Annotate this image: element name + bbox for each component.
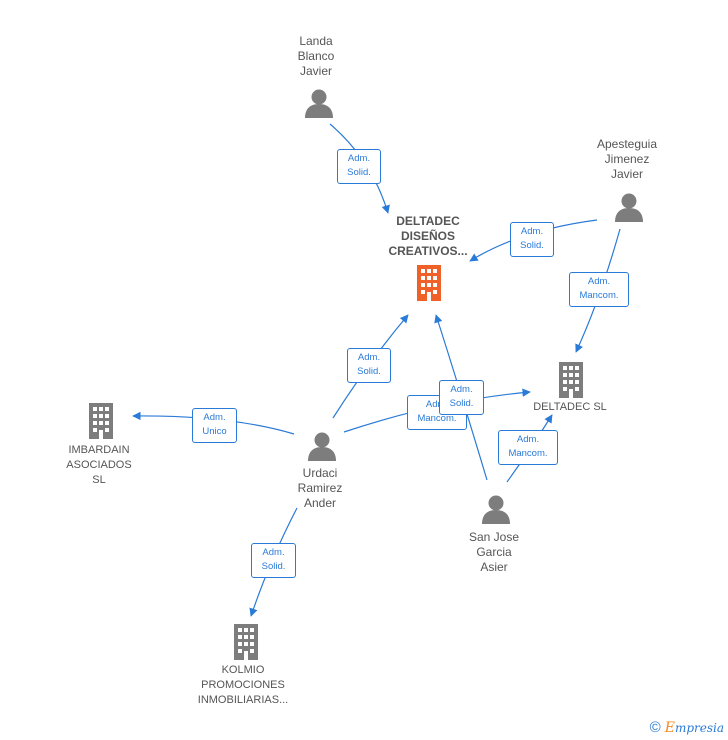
edge-label-apesteguia-deltadec[interactable]: Adm. Mancom. bbox=[569, 272, 629, 307]
edge-label-sanjose-main[interactable]: Adm. Solid. bbox=[439, 380, 484, 415]
edge-label-sanjose-deltadec[interactable]: Adm. Mancom. bbox=[498, 430, 558, 465]
landa-person-icon[interactable] bbox=[305, 89, 333, 119]
imbardain-label[interactable]: IMBARDAIN ASOCIADOS SL bbox=[66, 444, 132, 486]
urdaci-label[interactable]: Urdaci Ramirez Ander bbox=[297, 466, 343, 510]
imbardain-building-icon[interactable] bbox=[89, 403, 113, 439]
edge-label-urdaci-kolmio[interactable]: Adm. Solid. bbox=[251, 543, 296, 578]
deltadec-sl-building-icon[interactable] bbox=[559, 362, 583, 398]
urdaci-person-icon[interactable] bbox=[308, 432, 336, 462]
sanjose-label[interactable]: San Jose Garcia Asier bbox=[468, 530, 520, 574]
edge-label-apesteguia-main[interactable]: Adm. Solid. bbox=[510, 222, 554, 257]
sanjose-person-icon[interactable] bbox=[482, 495, 510, 525]
main-company-building-icon[interactable] bbox=[417, 265, 441, 301]
footer-brand[interactable]: ©Empresia bbox=[650, 719, 724, 736]
apesteguia-label[interactable]: Apesteguia Jimenez Javier bbox=[596, 137, 658, 181]
copyright-icon: © bbox=[649, 719, 661, 736]
deltadec-sl-label[interactable]: DELTADEC SL bbox=[533, 401, 607, 413]
landa-label[interactable]: Landa Blanco Javier bbox=[297, 34, 335, 78]
edge-label-urdaci-imbardain[interactable]: Adm. Unico bbox=[192, 408, 237, 443]
brand-logo: Empresia bbox=[664, 720, 724, 736]
kolmio-label[interactable]: KOLMIO PROMOCIONES INMOBILIARIAS... bbox=[197, 664, 289, 706]
main-company-label[interactable]: DELTADEC DISEÑOS CREATIVOS... bbox=[388, 214, 468, 258]
apesteguia-person-icon[interactable] bbox=[615, 193, 643, 223]
edge-label-landa-main[interactable]: Adm. Solid. bbox=[337, 149, 381, 184]
edge-label-urdaci-main[interactable]: Adm. Solid. bbox=[347, 348, 391, 383]
kolmio-building-icon[interactable] bbox=[234, 624, 258, 660]
